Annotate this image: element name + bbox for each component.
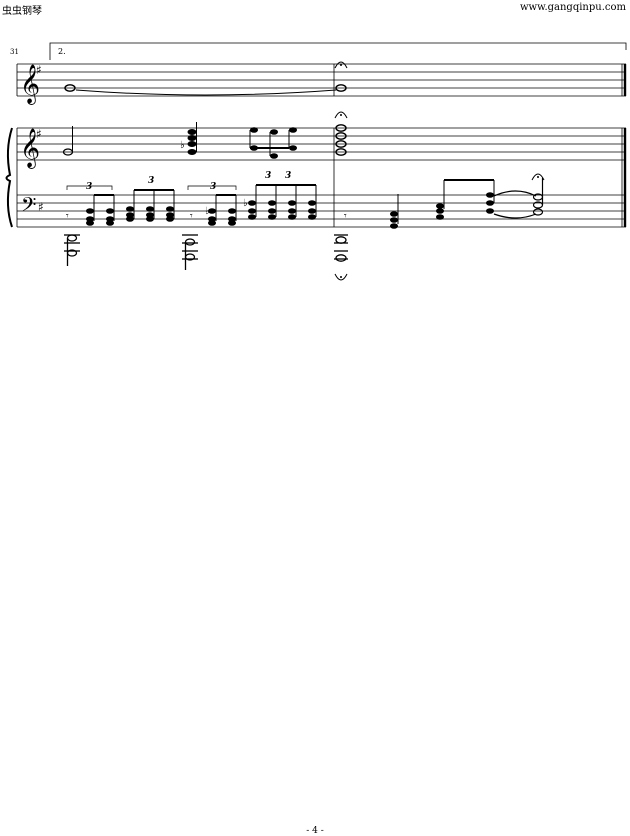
key-signature-sharp: ♯ [36,63,42,77]
triplet-number: 3 [86,182,92,192]
tied-half-chord [493,178,544,219]
bass-half-chord [182,234,198,270]
tie [75,89,337,96]
triplet-number: 3 [265,171,271,181]
treble-clef: 𝄞 [20,64,40,105]
triplet-chords-group-1: 𝄾 [66,189,175,226]
page-number: - 4 - [306,826,324,836]
triplet-chords-group-2: 𝄾 ♭ ♭ [190,184,317,226]
site-name: 虫虫钢琴 [2,6,42,17]
bass-chord [390,194,399,229]
volta-bracket [49,42,627,60]
bass-chord [436,203,444,220]
voice-staff [17,63,626,97]
bass-chord [486,192,494,214]
whole-note [335,84,347,92]
triplet-number: 3 [210,182,216,192]
whole-chord [335,124,347,156]
svg-text:♭: ♭ [205,206,210,217]
piano-treble-staff [17,127,626,161]
eighth-rest: 𝄾 [344,211,347,222]
chord: ♭ [180,122,197,155]
svg-text:𝄾: 𝄾 [190,211,193,222]
fermata [334,111,348,119]
treble-clef-piano: 𝄞 [20,128,40,169]
fermata [531,173,545,181]
triplet-bracket [66,185,237,190]
whole-note [64,84,76,92]
bass-half-chord [64,234,80,266]
key-signature-sharp-bass: ♯ [38,200,44,214]
svg-text:♭: ♭ [243,198,248,209]
volta-label: 2. [58,47,66,56]
svg-text:𝄾: 𝄾 [66,211,69,222]
triplet-number: 3 [285,171,291,181]
fermata [334,273,348,281]
fermata [334,61,348,69]
site-url: www.gangqinpu.com [519,2,626,13]
piano-brace [5,127,13,228]
bass-clef: 𝄢 [21,193,36,221]
piano-bass-staff [17,194,626,228]
measure-number: 31 [10,48,19,56]
eighth-chord-group [249,127,297,159]
key-signature-sharp-piano: ♯ [36,127,42,141]
svg-text:♭: ♭ [180,140,185,151]
triplet-number: 3 [148,176,154,186]
bass-whole-note [334,234,348,262]
